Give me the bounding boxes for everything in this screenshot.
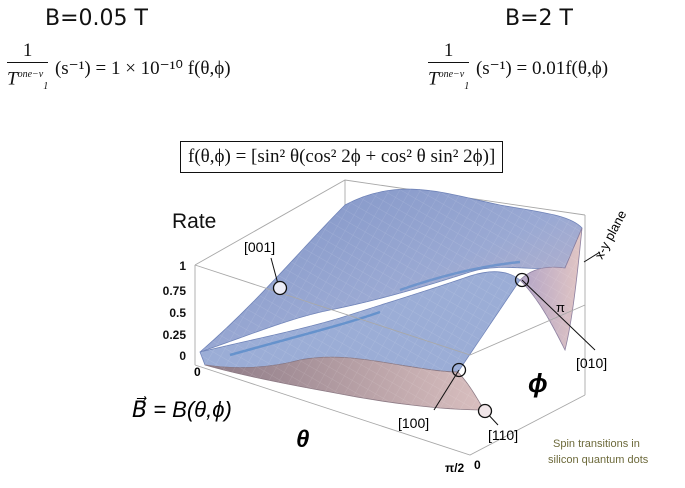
left-denominator: Tone−v1 <box>7 63 48 99</box>
right-denominator-var: T <box>428 68 439 90</box>
bounding-box-front <box>194 264 586 456</box>
label-100: [100] <box>398 415 429 431</box>
right-units: (s⁻¹) <box>475 57 512 79</box>
left-denominator-sup: one−v <box>17 69 44 80</box>
point-001: [001] <box>244 239 288 296</box>
theta-label: θ <box>296 426 309 453</box>
z-tick-025: 0.25 <box>163 328 187 342</box>
plane-leader <box>583 251 601 263</box>
z-tick-1: 1 <box>179 259 186 273</box>
right-formula: 1 Tone−v1 (s⁻¹) = 0.01f(θ,ϕ) <box>428 40 608 99</box>
point-110: [110] <box>477 403 518 443</box>
b-field-label: B⃗ = B(θ,ϕ) <box>132 396 232 422</box>
left-rhs: = 1 × 10⁻¹⁰ f(θ,ϕ) <box>95 57 231 79</box>
right-denominator-sup: one−v <box>438 69 465 80</box>
point-100: [100] <box>398 362 467 431</box>
right-denominator: Tone−v1 <box>428 63 469 99</box>
z-ticks: 1 0.75 0.5 0.25 0 <box>163 259 187 363</box>
right-field-title: B=2 T <box>505 6 573 31</box>
z-tick-0: 0 <box>179 349 186 363</box>
left-units: (s⁻¹) <box>54 57 91 79</box>
plane-label: x-y plane <box>591 208 629 262</box>
label-110: [110] <box>488 427 518 443</box>
label-010: [010] <box>576 355 607 371</box>
right-rhs: = 0.01f(θ,ϕ) <box>516 57 609 79</box>
z-tick-05: 0.5 <box>169 306 186 320</box>
phi-label: ϕ <box>528 368 548 398</box>
caption-line-1: Spin transitions in <box>553 438 640 450</box>
label-001: [001] <box>244 239 275 255</box>
theta-tick-pi2: π/2 <box>445 461 465 475</box>
right-fraction: 1 Tone−v1 <box>428 40 470 99</box>
rate-label: Rate <box>172 210 216 233</box>
z-tick-075: 0.75 <box>163 284 187 298</box>
left-formula: 1 Tone−v1 (s⁻¹) = 1 × 10⁻¹⁰ f(θ,ϕ) <box>7 40 231 99</box>
surface-mesh <box>200 189 582 410</box>
point-010: [010] <box>514 272 607 371</box>
left-denominator-var: T <box>7 68 18 90</box>
phi-tick-0: 0 <box>474 458 481 472</box>
theta-tick-0: 0 <box>194 365 201 379</box>
function-box: f(θ,ϕ) = [sin² θ(cos² 2ϕ + cos² θ sin² 2… <box>180 141 504 173</box>
surface-highlight-1 <box>229 310 381 357</box>
left-fraction: 1 Tone−v1 <box>7 40 49 99</box>
left-field-title: B=0.05 T <box>45 6 148 31</box>
caption-line-2: silicon quantum dots <box>548 454 649 466</box>
right-denominator-sub: 1 <box>464 81 470 93</box>
left-numerator: 1 <box>7 40 49 63</box>
left-denominator-sub: 1 <box>43 81 49 93</box>
phi-tick-pi: π <box>556 300 565 315</box>
right-numerator: 1 <box>428 40 470 63</box>
surface-highlight-2 <box>399 260 521 292</box>
